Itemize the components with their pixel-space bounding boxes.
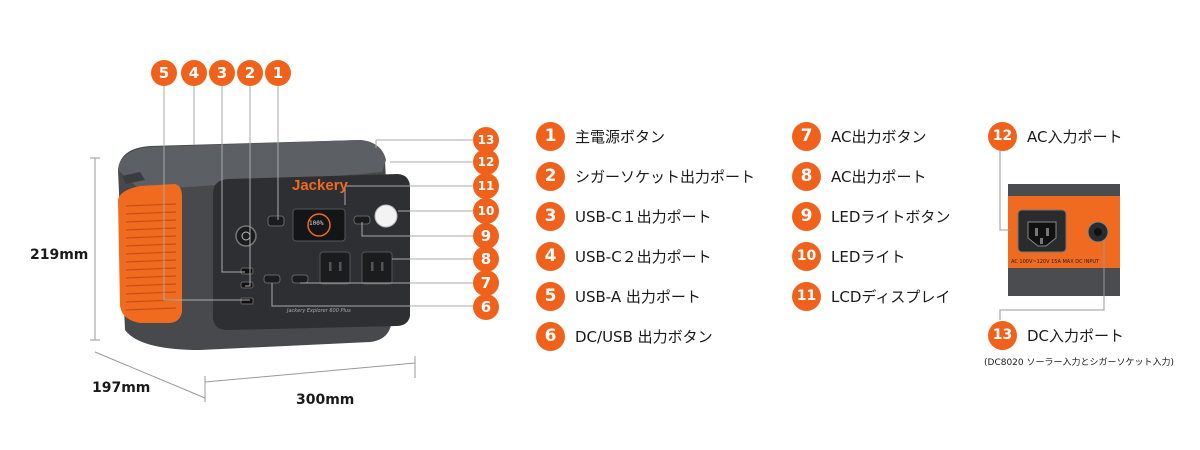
callout-7: 7	[473, 270, 499, 296]
dimension-lines	[90, 157, 416, 402]
lcd-value: 100%	[309, 220, 324, 227]
legend-badge: 5	[536, 281, 565, 311]
legend-item: 10 LEDライト	[792, 241, 905, 271]
legend-label: LEDライトボタン	[831, 207, 951, 226]
legend-badge: 1	[536, 121, 565, 151]
legend-item: 13 DC入力ポート	[988, 320, 1124, 350]
legend-label: DC入力ポート	[1027, 326, 1125, 345]
callout-13: 13	[473, 127, 499, 153]
power-station	[118, 140, 410, 350]
input-port-inset	[999, 149, 1120, 320]
ac-output-button	[291, 274, 309, 284]
legend-item: 8 AC出力ポート	[792, 161, 926, 191]
legend-badge: 12	[988, 121, 1017, 151]
dc-input-note: (DC8020 ソーラー入力とシガーソケット入力)	[984, 358, 1175, 368]
main-power-button	[235, 225, 257, 247]
inset-port-label: AC 100V~120V 15A MAX DC INPUT	[1011, 259, 1100, 265]
depth-label: 197mm	[92, 380, 151, 396]
dc-usb-button	[263, 274, 281, 284]
legend-item: 4 USB-C２出力ポート	[536, 241, 712, 271]
legend-label: USB-C１出力ポート	[575, 207, 712, 226]
usb-c-port	[240, 267, 254, 275]
legend-item: 9 LEDライトボタン	[792, 201, 950, 231]
legend-badge: 7	[792, 121, 821, 151]
leader-lines	[163, 86, 473, 307]
legend-badge: 3	[536, 201, 565, 231]
callout-10: 10	[473, 198, 499, 224]
callout-9: 9	[473, 223, 499, 249]
legend-label: AC出力ポート	[831, 167, 927, 186]
callout-12: 12	[473, 149, 499, 175]
ac-outlet	[361, 251, 393, 285]
front-panel	[213, 174, 410, 330]
legend-badge: 6	[536, 321, 565, 351]
width-label: 300mm	[296, 392, 355, 408]
legend-label: AC出力ボタン	[831, 127, 927, 146]
legend-badge: 13	[988, 320, 1017, 350]
legend-badge: 9	[792, 201, 821, 231]
legend-item: 1 主電源ボタン	[536, 121, 665, 151]
callout-11: 11	[473, 173, 499, 199]
legend-label: 主電源ボタン	[575, 127, 666, 146]
legend-badge: 8	[792, 161, 821, 191]
callout-8: 8	[473, 246, 499, 272]
callout-5: 5	[151, 60, 177, 86]
callout-2: 2	[237, 60, 263, 86]
cigarette-socket	[267, 215, 285, 227]
usb-c-port	[240, 281, 254, 289]
model-plate: Jackery Explorer 600 Plus	[287, 308, 351, 314]
legend-label: LEDライト	[831, 247, 906, 266]
usb-a-port	[240, 297, 254, 305]
legend-item: 2 シガーソケット出力ポート	[536, 161, 755, 191]
callout-4: 4	[181, 60, 207, 86]
ac-outlet	[319, 251, 351, 285]
legend-item: 3 USB-C１出力ポート	[536, 201, 712, 231]
callout-6: 6	[473, 294, 499, 320]
lcd-display	[292, 208, 346, 242]
legend-item: 6 DC/USB 出力ボタン	[536, 321, 713, 351]
legend-label: USB-C２出力ポート	[575, 247, 712, 266]
callout-1: 1	[265, 60, 291, 86]
legend-item: 11 LCDディスプレイ	[792, 281, 950, 311]
legend-item: 12 AC入力ポート	[988, 121, 1122, 151]
legend-item: 5 USB-A 出力ポート	[536, 281, 701, 311]
legend-item: 7 AC出力ボタン	[792, 121, 926, 151]
led-light	[374, 204, 398, 228]
legend-label: AC入力ポート	[1027, 127, 1123, 146]
legend-label: DC/USB 出力ボタン	[575, 327, 713, 346]
legend-label: USB-A 出力ポート	[575, 287, 701, 306]
legend-label: シガーソケット出力ポート	[575, 167, 756, 186]
legend-badge: 10	[792, 241, 821, 271]
legend-badge: 4	[536, 241, 565, 271]
callout-3: 3	[209, 60, 235, 86]
height-label: 219mm	[30, 247, 89, 263]
brand-logo: Jackery	[292, 177, 348, 194]
legend-badge: 11	[792, 281, 821, 311]
legend-label: LCDディスプレイ	[831, 287, 951, 306]
legend-badge: 2	[536, 161, 565, 191]
